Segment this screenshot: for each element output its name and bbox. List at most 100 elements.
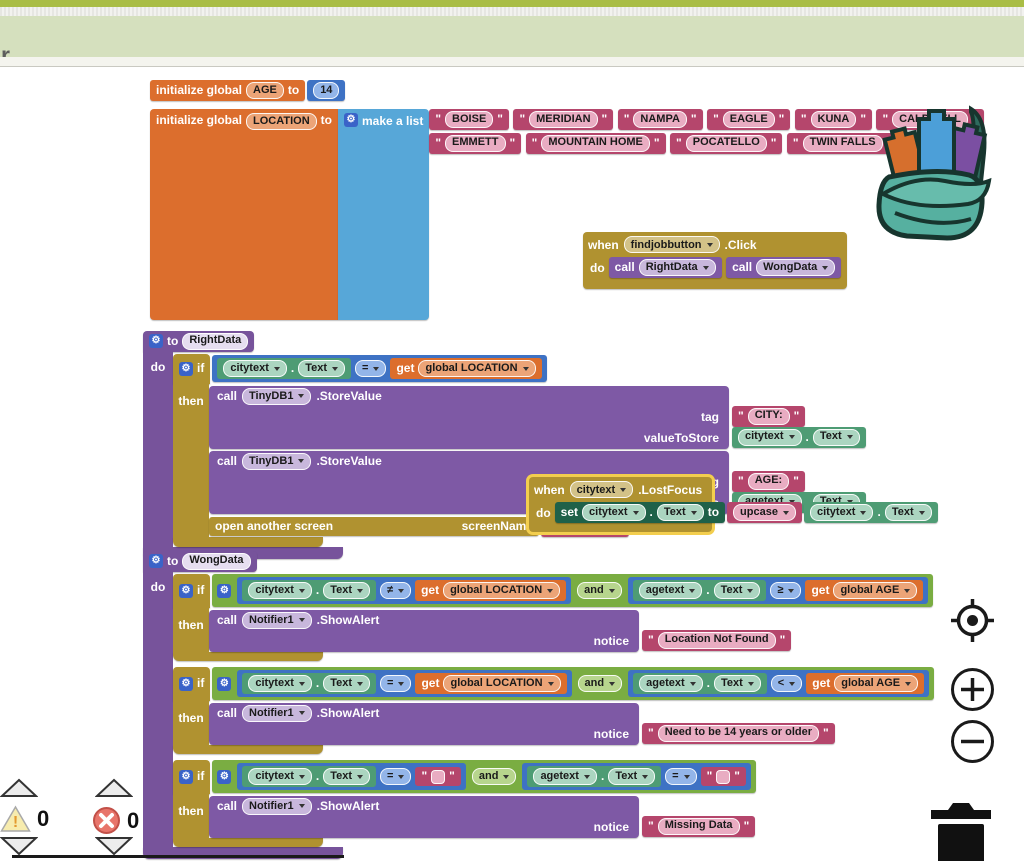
text-string-block[interactable]: "POCATELLO" bbox=[670, 132, 783, 154]
property-dropdown[interactable]: Text bbox=[323, 768, 371, 786]
call-notifier-showalert-block[interactable]: call Notifier1 .ShowAlert notice "Missin… bbox=[209, 795, 756, 838]
text-string-block[interactable]: "EAGLE" bbox=[707, 109, 791, 130]
component-getter-block[interactable]: agetext . Text bbox=[633, 673, 767, 695]
compare-block[interactable]: agetext . Text < get global AGE bbox=[628, 670, 930, 698]
property-dropdown[interactable]: Text bbox=[713, 675, 761, 693]
warning-counter[interactable]: ! 0 bbox=[0, 805, 49, 833]
block-init-global-age[interactable]: initialize global AGE to 14 bbox=[150, 80, 346, 101]
number-value[interactable]: 14 bbox=[313, 82, 340, 99]
variable-dropdown[interactable]: global AGE bbox=[834, 675, 919, 693]
open-another-screen-block[interactable]: open another screen screenName bbox=[209, 516, 539, 536]
block-init-global-location[interactable]: initialize global LOCATION to ⚙ make a l… bbox=[150, 109, 1024, 320]
property-dropdown[interactable]: Text bbox=[323, 582, 371, 600]
component-dropdown[interactable]: Notifier1 bbox=[242, 704, 312, 722]
component-dropdown[interactable]: agetext bbox=[639, 675, 703, 693]
string-value[interactable]: KUNA bbox=[810, 111, 857, 128]
if-header[interactable]: ⚙ if bbox=[173, 573, 211, 608]
component-dropdown[interactable]: TinyDB1 bbox=[242, 452, 312, 470]
string-value[interactable]: CITY: bbox=[747, 407, 790, 425]
and-block[interactable]: ⚙ citytext . Text = "" and bbox=[212, 760, 756, 794]
get-global-block[interactable]: get global AGE bbox=[806, 673, 925, 695]
component-getter-block[interactable]: citytext . Text bbox=[732, 426, 866, 448]
empty-string-value[interactable] bbox=[431, 769, 446, 784]
mutator-gear-icon[interactable]: ⚙ bbox=[217, 769, 232, 784]
call-notifier-showalert-block[interactable]: call Notifier1 .ShowAlert notice "Need t… bbox=[209, 702, 835, 745]
set-property-block[interactable]: set citytext . Text to bbox=[554, 502, 726, 523]
if-header[interactable]: ⚙ if bbox=[173, 759, 211, 794]
mutator-gear-icon[interactable]: ⚙ bbox=[149, 554, 163, 569]
error-prev-button[interactable] bbox=[94, 778, 134, 803]
procedure-header[interactable]: ⚙ to WongData bbox=[143, 550, 257, 572]
operator-dropdown[interactable]: ≥ bbox=[770, 582, 802, 600]
text-string-block[interactable]: "KUNA" bbox=[794, 109, 873, 130]
variable-dropdown[interactable]: global AGE bbox=[833, 582, 918, 600]
component-dropdown[interactable]: citytext bbox=[248, 675, 312, 693]
string-value[interactable]: Need to be 14 years or older bbox=[657, 724, 820, 742]
upcase-block[interactable]: upcase bbox=[727, 502, 802, 523]
property-dropdown[interactable]: Text bbox=[713, 582, 761, 600]
operator-dropdown[interactable]: = bbox=[665, 768, 697, 786]
component-dropdown[interactable]: citytext bbox=[248, 582, 312, 600]
string-value[interactable]: Missing Data bbox=[657, 817, 740, 835]
init-global-location-block[interactable]: initialize global LOCATION to bbox=[150, 109, 338, 320]
get-global-block[interactable]: get global LOCATION bbox=[390, 358, 542, 380]
and-operator-dropdown[interactable]: and bbox=[577, 582, 622, 600]
component-dropdown[interactable]: Notifier1 bbox=[242, 797, 312, 815]
variable-dropdown[interactable]: global LOCATION bbox=[418, 360, 536, 378]
variable-dropdown[interactable]: global LOCATION bbox=[443, 582, 561, 600]
property-dropdown[interactable]: Text bbox=[656, 504, 704, 521]
compare-block[interactable]: agetext . Text = "" bbox=[522, 763, 751, 791]
block-procedure-wongdata[interactable]: ⚙ to WongData do ⚙ if ⚙ citytext bbox=[143, 550, 935, 859]
text-string-block[interactable]: "Missing Data" bbox=[642, 815, 756, 837]
component-dropdown[interactable]: citytext bbox=[248, 768, 312, 786]
component-dropdown[interactable]: citytext bbox=[223, 360, 287, 378]
mutator-gear-icon[interactable]: ⚙ bbox=[217, 676, 232, 691]
make-a-list-block[interactable]: ⚙ make a list bbox=[337, 109, 430, 320]
call-tinydb-storevalue-block[interactable]: call TinyDB1 .StoreValue tag valueToStor… bbox=[209, 385, 866, 449]
backpack-icon[interactable] bbox=[875, 93, 997, 246]
call-notifier-showalert-block[interactable]: call Notifier1 .ShowAlert notice "Locati… bbox=[209, 609, 792, 652]
and-operator-dropdown[interactable]: and bbox=[577, 675, 623, 693]
text-function-dropdown[interactable]: upcase bbox=[733, 504, 796, 521]
empty-string-value[interactable] bbox=[716, 769, 731, 784]
text-string-block[interactable]: "EMMETT" bbox=[429, 132, 522, 154]
operator-dropdown[interactable]: ≠ bbox=[380, 582, 412, 600]
operator-dropdown[interactable]: = bbox=[380, 675, 412, 693]
compare-block[interactable]: citytext . Text = get global LOCATION bbox=[237, 670, 572, 698]
empty-string-block[interactable]: "" bbox=[415, 767, 461, 787]
warning-prev-button[interactable] bbox=[0, 778, 39, 803]
string-value[interactable]: TWIN FALLS bbox=[802, 134, 883, 152]
get-global-block[interactable]: get global AGE bbox=[805, 580, 924, 602]
operator-dropdown[interactable]: = bbox=[380, 768, 412, 786]
string-value[interactable]: POCATELLO bbox=[685, 134, 767, 152]
text-string-block[interactable]: "AGE:" bbox=[732, 470, 805, 492]
procedure-name-field[interactable]: WongData bbox=[182, 552, 251, 570]
variable-dropdown[interactable]: global LOCATION bbox=[443, 675, 561, 693]
property-dropdown[interactable]: Text bbox=[812, 428, 860, 446]
property-dropdown[interactable]: Text bbox=[323, 675, 371, 693]
component-getter-block[interactable]: citytext . Text bbox=[242, 766, 377, 788]
and-block[interactable]: ⚙ citytext . Text ≠ get global LOCATION bbox=[212, 574, 934, 608]
component-getter-block[interactable]: agetext . Text bbox=[527, 766, 662, 788]
variable-name-field[interactable]: AGE bbox=[246, 82, 284, 99]
if-header[interactable]: ⚙ if bbox=[173, 353, 211, 384]
error-next-button[interactable] bbox=[94, 836, 134, 861]
empty-string-block[interactable]: "" bbox=[700, 767, 746, 787]
get-global-block[interactable]: get global LOCATION bbox=[415, 673, 567, 695]
compare-block[interactable]: citytext . Text = "" bbox=[237, 763, 466, 791]
string-value[interactable]: BOISE bbox=[445, 111, 494, 128]
procedure-dropdown[interactable]: WongData bbox=[756, 259, 836, 276]
component-getter-block[interactable]: agetext . Text bbox=[632, 580, 767, 602]
mutator-gear-icon[interactable]: ⚙ bbox=[217, 583, 232, 598]
variable-name-field[interactable]: LOCATION bbox=[246, 113, 317, 130]
mutator-gear-icon[interactable]: ⚙ bbox=[179, 361, 193, 376]
string-value[interactable]: EAGLE bbox=[722, 111, 775, 128]
procedure-dropdown[interactable]: RightData bbox=[638, 259, 716, 276]
block-when-citytext-lostfocus[interactable]: when citytext .LostFocus do set citytext… bbox=[529, 477, 938, 532]
component-dropdown[interactable]: TinyDB1 bbox=[242, 387, 312, 405]
and-operator-dropdown[interactable]: and bbox=[471, 768, 517, 786]
component-dropdown[interactable]: agetext bbox=[533, 768, 597, 786]
string-value[interactable]: Location Not Found bbox=[657, 631, 776, 649]
get-global-block[interactable]: get global LOCATION bbox=[415, 580, 567, 602]
compare-block[interactable]: citytext . Text ≠ get global LOCATION bbox=[237, 577, 572, 605]
